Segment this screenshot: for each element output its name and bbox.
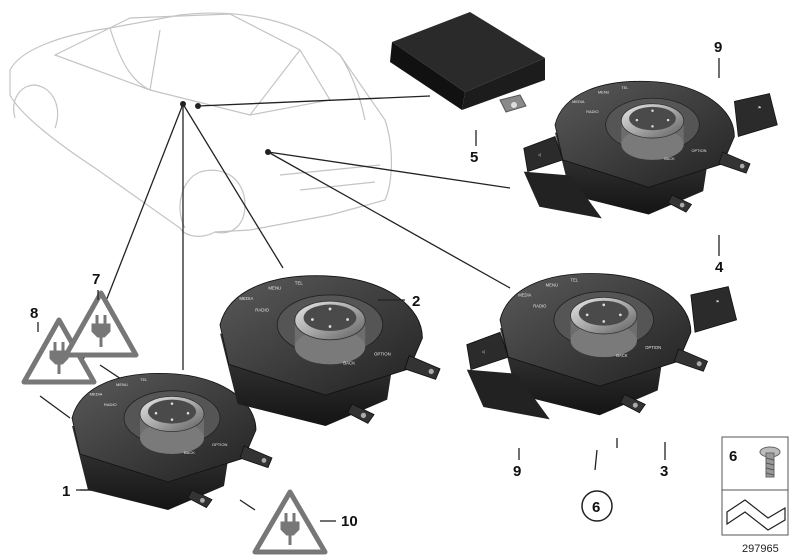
- back-arrow-icon: ◁: [538, 152, 542, 157]
- callout-7: 7: [92, 271, 100, 288]
- controller-unit-1[interactable]: MEDIA MENU TEL RADIO BACK OPTION: [71, 373, 273, 510]
- button-label-back: BACK: [184, 450, 195, 455]
- button-label-menu: MENU: [268, 286, 281, 291]
- callout-markers: [37, 58, 720, 522]
- button-label-back: BACK: [664, 156, 675, 161]
- controller-unit-3[interactable]: MEDIA MENU TEL RADIO BACK OPTION ⚑ ◁: [466, 273, 738, 420]
- callout-4: 4: [715, 259, 724, 276]
- catalog-number: 297965: [742, 543, 779, 555]
- plug-warning-icon: [63, 290, 139, 358]
- control-module[interactable]: [390, 12, 545, 113]
- button-label-option: OPTION: [374, 352, 391, 357]
- button-label-radio: RADIO: [533, 303, 547, 308]
- callout-6-circled: 6: [581, 490, 613, 522]
- button-label-menu: MENU: [116, 382, 128, 387]
- button-label-tel: TEL: [295, 280, 304, 285]
- button-label-tel: TEL: [621, 85, 629, 90]
- button-label-media: MEDIA: [90, 392, 103, 397]
- callout-6: 6: [592, 499, 600, 516]
- button-label-radio: RADIO: [255, 308, 269, 313]
- button-label-radio: RADIO: [586, 109, 598, 114]
- button-label-menu: MENU: [546, 283, 558, 288]
- callout-9-top: 9: [714, 39, 722, 56]
- button-label-media: MEDIA: [239, 296, 253, 301]
- button-label-option: OPTION: [212, 442, 227, 447]
- callout-10: 10: [341, 513, 358, 530]
- legend-callout-6: 6: [729, 448, 737, 465]
- nav-button-icon: ⚑: [758, 105, 762, 110]
- button-label-media: MEDIA: [572, 99, 585, 104]
- connection-point-front: [195, 103, 201, 109]
- callout-3: 3: [660, 463, 668, 480]
- callout-5: 5: [470, 149, 478, 166]
- connection-point-roof: [180, 101, 186, 107]
- button-label-option: OPTION: [692, 148, 707, 153]
- callout-1: 1: [62, 483, 70, 500]
- button-label-media: MEDIA: [518, 293, 531, 298]
- button-label-radio: RADIO: [104, 402, 117, 407]
- leader-lines: [39, 95, 618, 511]
- button-label-menu: MENU: [598, 90, 610, 95]
- callout-2: 2: [412, 293, 420, 310]
- back-arrow-icon: ◁: [482, 349, 486, 354]
- connection-point-rear: [265, 149, 271, 155]
- button-label-tel: TEL: [571, 278, 579, 283]
- controller-unit-4[interactable]: MEDIA MENU TEL RADIO BACK OPTION ⚑ ◁: [523, 80, 778, 219]
- callout-9-bottom: 9: [513, 463, 521, 480]
- nav-button-icon: ⚑: [716, 299, 720, 304]
- callout-8: 8: [30, 305, 38, 322]
- button-label-back: BACK: [616, 353, 628, 358]
- screw-legend-box: 6 297965: [721, 436, 789, 555]
- button-label-tel: TEL: [140, 377, 148, 382]
- screw-icon: [759, 446, 781, 478]
- controller-unit-2[interactable]: MEDIA MENU TEL RADIO BACK OPTION: [219, 275, 441, 426]
- washer-shape-icon: [726, 499, 786, 531]
- car-outline: [9, 12, 392, 237]
- button-label-back: BACK: [343, 360, 355, 365]
- plug-warning-icon: [252, 489, 328, 555]
- button-label-option: OPTION: [645, 345, 661, 350]
